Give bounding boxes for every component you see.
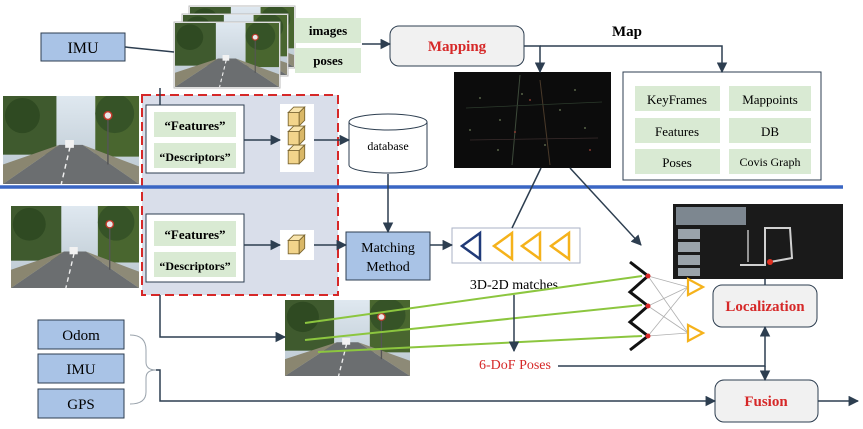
triangle-strip [451,227,581,264]
camera-image-top [3,94,139,184]
images-label: images [309,23,347,38]
poses-label-box [295,48,361,73]
features-chip-bottom [154,221,236,246]
odom-input-box [37,319,125,350]
map-title: Map [612,24,642,40]
camera-image-bottom [11,204,139,288]
descriptors-chip-bottom [154,252,236,277]
imu-input-label: IMU [67,40,99,57]
svg-text:Features: Features [655,124,699,139]
reprojection-geometry [627,260,706,352]
point-cloud-map [454,72,611,168]
match-line [304,304,643,341]
triangle-icon [519,230,542,262]
mapping-label: Mapping [428,39,487,55]
triangle-icon [548,230,571,262]
database-label: database [367,139,408,153]
map-item-poses [635,149,720,174]
map-item-covis-graph [729,149,811,174]
map-item-db [729,118,811,143]
matching-label-line1: Matching [361,241,415,256]
descriptors-label-bottom: “Descriptors” [159,259,230,273]
map-item-keyframes [635,86,720,111]
fusion-label: Fusion [744,394,788,410]
svg-text:DB: DB [761,124,779,139]
descriptors-chip-top [154,143,236,168]
gps-input-box [37,388,125,419]
cube-icon [288,235,305,254]
features-label-top: “Features” [164,118,225,133]
cube-icon [288,145,305,164]
imu-sensor-label: IMU [66,362,95,378]
svg-text:Mappoints: Mappoints [742,92,798,107]
features-label-bottom: “Features” [164,227,225,242]
map-item-features [635,118,720,143]
odom-input-label: Odom [62,328,100,344]
flow-arrows [124,38,860,407]
imu-sensor-box [37,353,125,384]
map-contents-grid: KeyFrames Mappoints Features DB Poses Co… [635,86,811,174]
triangle-icon [491,230,514,262]
svg-text:KeyFrames: KeyFrames [647,92,707,107]
matches-label: 3D-2D matches [470,278,558,293]
cube-icon [288,107,305,126]
match-line [304,275,643,324]
svg-text:Covis Graph: Covis Graph [740,155,801,169]
matching-method-block [345,231,431,281]
gps-input-label: GPS [67,397,95,413]
map-item-mappoints [729,86,811,111]
features-chip-top [154,112,236,137]
sensor-brace [129,334,157,405]
images-label-box [295,18,361,43]
triangle-icon [459,230,482,262]
cube-icon [288,126,305,145]
localization-view [673,204,843,279]
matching-label-line2: Method [366,260,410,275]
six-dof-label: 6-DoF Poses [479,358,551,373]
descriptors-label-top: “Descriptors” [159,150,230,164]
localization-label: Localization [725,299,805,315]
poses-label: poses [313,53,343,68]
mapping-image-stack [173,5,296,89]
database-cylinder [348,113,428,174]
svg-text:Poses: Poses [662,155,692,170]
match-line [317,335,643,353]
